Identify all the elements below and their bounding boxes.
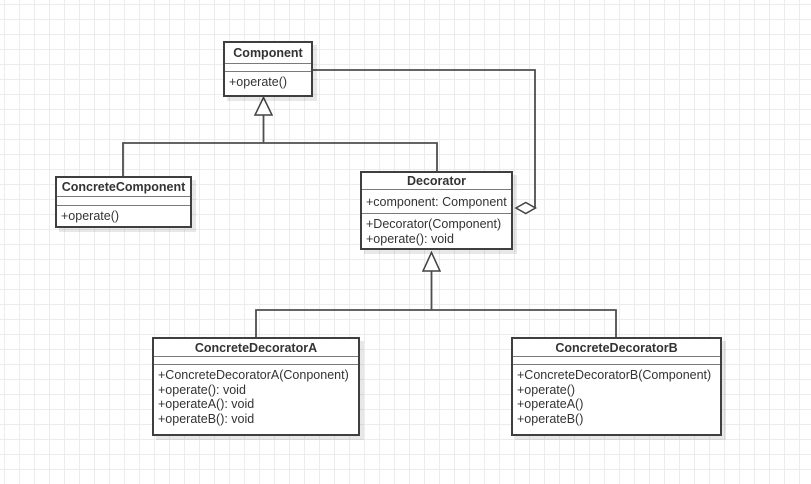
attributes-compartment bbox=[154, 357, 358, 365]
attributes-compartment bbox=[57, 197, 190, 206]
class-name: ConcreteDecoratorB bbox=[513, 339, 720, 357]
class-box-concrete-decorator-b: ConcreteDecoratorB +ConcreteDecoratorB(C… bbox=[511, 337, 722, 436]
method: +ConcreteDecoratorB(Component) bbox=[517, 368, 712, 382]
methods-compartment: +ConcreteDecoratorB(Component) +operate(… bbox=[513, 365, 720, 434]
methods-compartment: +operate() bbox=[225, 72, 311, 95]
generalization-edge-concretecomponent-and-decorator-to-component bbox=[122, 95, 438, 176]
generalization-triangle-icon bbox=[253, 95, 274, 116]
attribute: +component: Component bbox=[366, 195, 507, 209]
methods-compartment: +operate() bbox=[57, 206, 190, 226]
attributes-compartment bbox=[513, 357, 720, 365]
class-box-concrete-component: ConcreteComponent +operate() bbox=[55, 176, 192, 228]
generalization-triangle-icon bbox=[421, 250, 442, 272]
class-box-concrete-decorator-a: ConcreteDecoratorA +ConcreteDecoratorA(C… bbox=[152, 337, 360, 436]
aggregation-diamond-icon bbox=[514, 201, 538, 215]
class-name: Component bbox=[225, 43, 311, 64]
class-name: ConcreteComponent bbox=[57, 178, 190, 197]
method: +ConcreteDecoratorA(Conponent) bbox=[158, 368, 349, 382]
methods-compartment: +Decorator(Component) +operate(): void bbox=[362, 214, 511, 248]
attributes-compartment bbox=[225, 64, 311, 72]
method: +operate() bbox=[61, 209, 120, 223]
method: +operate(): void bbox=[158, 382, 246, 397]
method: +operate(): void bbox=[366, 231, 454, 246]
method: +operateA(): void bbox=[158, 397, 255, 411]
method: +operate() bbox=[517, 382, 576, 397]
class-name: Decorator bbox=[362, 173, 511, 190]
method: +operateB() bbox=[517, 411, 584, 426]
method: +operateB(): void bbox=[158, 411, 255, 426]
methods-compartment: +ConcreteDecoratorA(Conponent) +operate(… bbox=[154, 365, 358, 434]
generalization-edge-concretedecorators-to-decorator bbox=[255, 250, 617, 337]
class-box-component: Component +operate() bbox=[223, 41, 313, 97]
class-box-decorator: Decorator +component: Component +Decorat… bbox=[360, 171, 513, 250]
class-name: ConcreteDecoratorA bbox=[154, 339, 358, 357]
attributes-compartment: +component: Component bbox=[362, 190, 511, 214]
method: +operate() bbox=[229, 75, 288, 89]
method: +operateA() bbox=[517, 397, 584, 411]
method: +Decorator(Component) bbox=[366, 217, 502, 231]
